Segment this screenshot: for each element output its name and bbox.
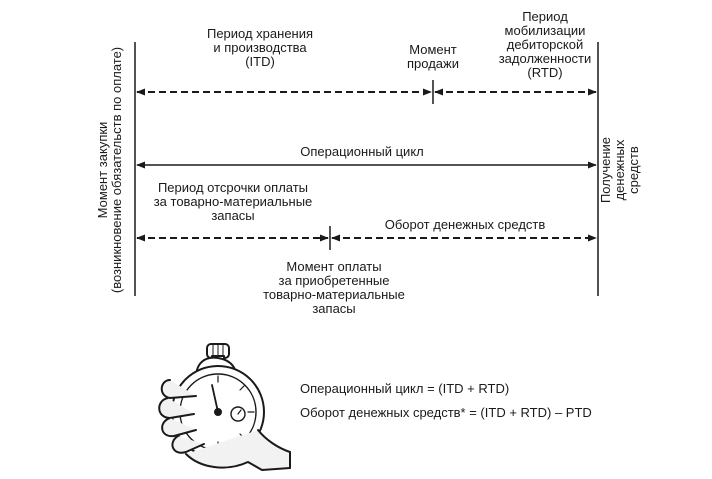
cash-turnover-formula: Оборот денежных средств* = (ITD + RTD) –… <box>300 405 592 420</box>
payment-moment-label: Момент оплаты за приобретенные товарно-м… <box>263 259 405 316</box>
itd-period-label: Период хранения и производства (ITD) <box>206 26 314 69</box>
ptd-period-label: Период отсрочки оплаты за товарно-матери… <box>153 180 313 223</box>
rtd-period-label: Период мобилизации дебиторской задолженн… <box>498 9 592 80</box>
purchase-moment-label: Момент закупки (возникновение обязательс… <box>95 46 124 294</box>
sale-moment-label: Момент продажи <box>407 42 459 71</box>
operating-cycle-label: Операционный цикл <box>300 144 424 159</box>
cash-turnover-label: Оборот денежных средств <box>384 217 546 232</box>
hand-holding-stopwatch-icon <box>158 343 291 471</box>
operating-cycle-formula: Операционный цикл = (ITD + RTD) <box>300 381 510 396</box>
cash-receipt-label: Получение денежных средств <box>598 136 641 204</box>
